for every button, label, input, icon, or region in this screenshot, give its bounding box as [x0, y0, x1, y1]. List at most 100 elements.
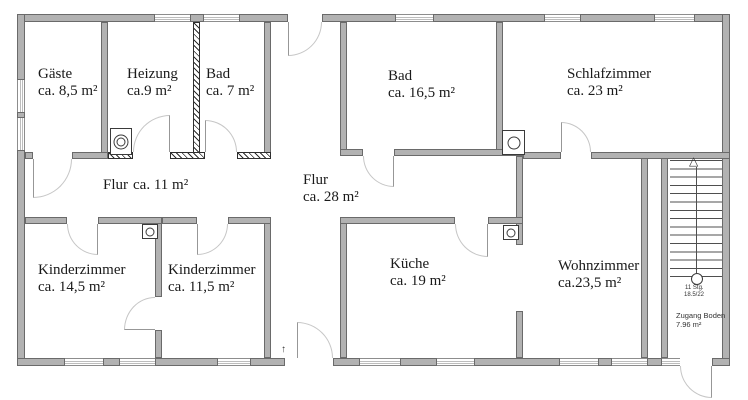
window	[120, 358, 155, 366]
radiator-icon	[142, 224, 158, 239]
window	[662, 358, 680, 366]
wall-segment	[488, 217, 523, 224]
window	[545, 14, 580, 22]
wall-segment	[598, 358, 612, 366]
room-name: Schlafzimmer	[567, 66, 652, 82]
wall-segment	[17, 150, 25, 366]
radiator-icon	[502, 130, 525, 155]
room-name: Wohnzimmer	[558, 258, 640, 274]
room-name: Kinderzimmer	[38, 262, 126, 278]
stair-circle-icon	[691, 273, 703, 285]
door-arc-entrance	[297, 322, 333, 358]
boiler-icon	[110, 128, 132, 155]
wall-segment	[340, 217, 455, 224]
door-arc-kinderzimmer1	[67, 224, 98, 255]
wall-segment	[239, 14, 288, 22]
wall-segment	[322, 14, 396, 22]
wall-segment	[523, 152, 561, 159]
room-name: Küche	[390, 256, 430, 272]
room-area: ca. 7 m²	[206, 83, 255, 99]
wall-segment	[433, 14, 545, 22]
door-arc-bad7	[205, 120, 237, 152]
wall-segment	[162, 217, 197, 224]
radiator-circle-icon	[506, 228, 516, 237]
room-label-heizung: Heizung ca.9 m²	[127, 66, 178, 100]
wall-segment	[190, 14, 204, 22]
window	[396, 14, 433, 22]
room-name: Gäste	[38, 66, 73, 82]
wall-flur-wohnzimmer	[516, 156, 523, 245]
wall-kinderzimmer2-right	[264, 217, 271, 358]
wall-segment	[580, 14, 655, 22]
stair-dimensions: 18.5/22	[684, 292, 705, 298]
wall-segment	[103, 358, 120, 366]
window	[155, 14, 190, 22]
wall-bad16-left	[340, 22, 347, 156]
wall-stair-left	[661, 152, 668, 358]
room-area: ca. 14,5 m²	[38, 279, 105, 295]
wall-segment	[17, 14, 155, 22]
window	[204, 14, 239, 22]
wall-hatched	[170, 152, 205, 159]
wall-segment	[591, 152, 730, 159]
wall-hatched-heizung-bad	[193, 22, 200, 159]
room-label-kinderzimmer1: Kinderzimmer ca. 14,5 m²	[38, 262, 125, 296]
room-name: Bad	[388, 68, 413, 84]
entrance-direction-icon: ↑	[281, 344, 286, 355]
room-area: ca. 11 m²	[133, 177, 189, 193]
window	[437, 358, 474, 366]
boiler-inner-circle-icon	[116, 137, 126, 146]
room-name: Flur	[303, 172, 329, 188]
wall-segment	[98, 217, 162, 224]
stair-step-count: 11 Stg.	[685, 285, 704, 291]
stair-up-arrow-icon: △	[689, 154, 699, 168]
room-label-bad7: Bad ca. 7 m²	[206, 66, 254, 100]
room-label-wohnzimmer: Wohnzimmer ca.23,5 m²	[558, 258, 639, 292]
room-area: ca.9 m²	[127, 83, 172, 99]
window	[218, 358, 250, 366]
room-label-gaeste: Gäste ca. 8,5 m²	[38, 66, 97, 100]
room-label-kueche: Küche ca. 19 m²	[390, 256, 446, 290]
wall-segment	[712, 358, 730, 366]
wall-segment	[17, 112, 25, 118]
room-name: Heizung	[127, 66, 178, 82]
room-name: Kinderzimmer	[168, 262, 256, 278]
wall-kueche-left	[340, 217, 347, 358]
wall-bad7-right	[264, 22, 271, 159]
room-area: ca.23,5 m²	[558, 275, 622, 291]
door-arc-kinderzimmer-divider	[124, 297, 155, 330]
room-area: ca. 11,5 m²	[168, 279, 235, 295]
window	[17, 118, 25, 150]
wall-segment	[400, 358, 437, 366]
room-label-kinderzimmer2: Kinderzimmer ca. 11,5 m²	[168, 262, 255, 296]
room-name: Flur	[103, 177, 129, 193]
wall-gaeste-heizung	[101, 22, 108, 159]
wall-segment	[340, 149, 363, 156]
room-area: ca. 23 m²	[567, 83, 623, 99]
wall-segment	[647, 358, 662, 366]
wall-wohnzimmer-right	[641, 152, 648, 358]
wall-kueche-wohnzimmer	[516, 311, 523, 358]
room-label-schlafzimmer: Schlafzimmer ca. 23 m²	[567, 66, 651, 100]
wall-segment	[228, 217, 271, 224]
radiator-circle-icon	[507, 136, 520, 149]
wall-segment	[333, 358, 360, 366]
window	[65, 358, 103, 366]
room-area: ca. 19 m²	[390, 273, 446, 289]
staircase-centerline	[696, 167, 697, 277]
window	[655, 14, 694, 22]
room-label-flur28: Flur ca. 28 m²	[303, 172, 359, 206]
window	[612, 358, 647, 366]
wall-segment	[17, 14, 25, 80]
wall-hatched	[237, 152, 271, 159]
radiator-icon	[503, 225, 519, 240]
room-label-bad16: Bad ca. 16,5 m²	[388, 68, 455, 102]
wall-segment	[474, 358, 560, 366]
room-area: ca. 28 m²	[303, 189, 359, 205]
door-arc-kueche	[455, 224, 488, 257]
door-arc-bad16	[363, 156, 394, 187]
window	[360, 358, 400, 366]
wall-segment	[155, 358, 218, 366]
